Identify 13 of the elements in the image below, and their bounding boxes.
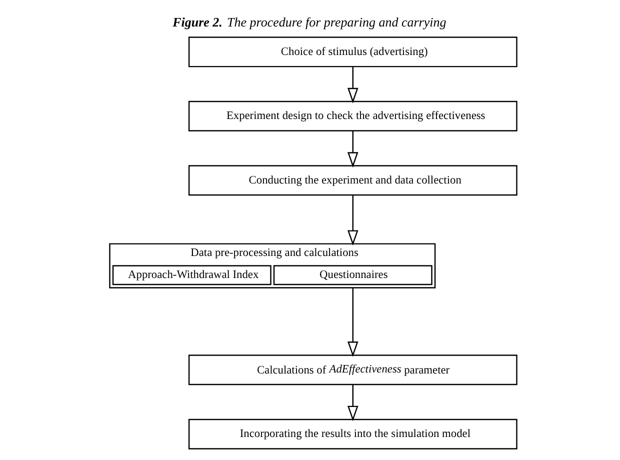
node-box: Approach-Withdrawal Index <box>112 265 272 286</box>
node-box: Questionnaires <box>273 265 432 286</box>
arrow <box>347 130 358 168</box>
node-box: Choice of stimulus (advertising) <box>188 36 518 68</box>
arrow <box>347 288 358 357</box>
node-box: Conducting the experiment and data collection <box>188 165 518 196</box>
arrow <box>347 66 358 104</box>
node-box: Incorporating the results into the simulation model <box>188 418 518 450</box>
node-box: Calculations of AdEffectiveness parameter <box>188 354 518 386</box>
arrow <box>347 384 358 422</box>
diagram-title: Figure 2. The procedure for preparing and carrying <box>172 14 446 30</box>
arrow <box>347 195 358 246</box>
node-box: Experiment design to check the advertising effectiveness <box>188 100 518 132</box>
